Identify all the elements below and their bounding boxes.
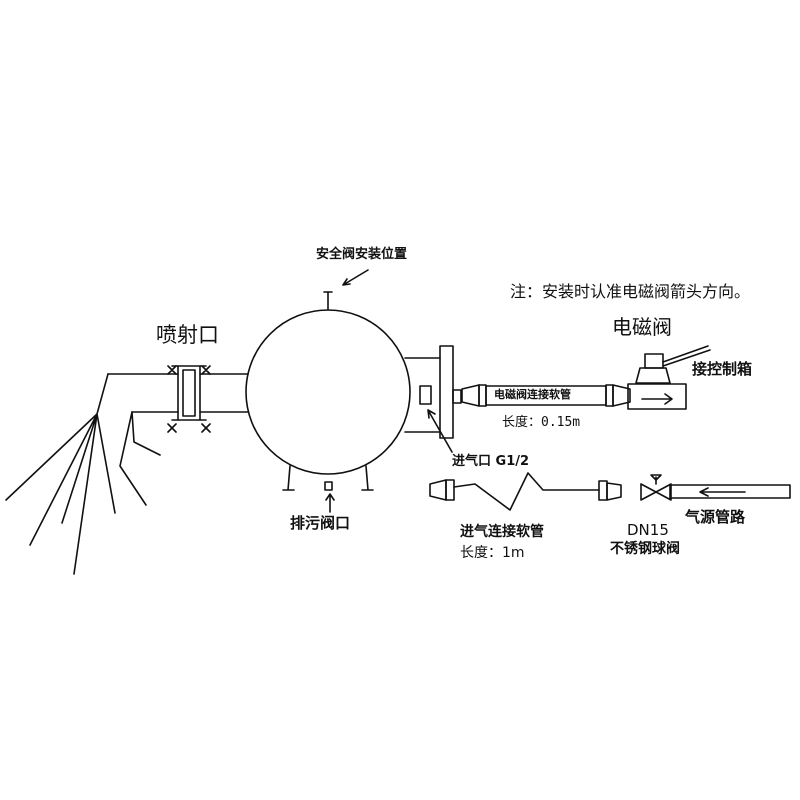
solenoid-hose	[461, 384, 631, 407]
air-inlet-leader	[427, 409, 453, 453]
nozzle-spray	[5, 373, 161, 575]
solenoid-valve-label: 电磁阀	[612, 315, 672, 339]
ball-valve-label: 不锈钢球阀	[610, 541, 680, 557]
flange-bolts	[167, 365, 211, 433]
solenoid-hose-length: 长度：0.15m	[502, 415, 581, 430]
inlet-hose-label: 进气连接软管	[460, 524, 544, 540]
inlet-hose-line	[429, 472, 622, 511]
drain-valve-label: 排污阀口	[290, 514, 351, 532]
inlet-hose-length: 长度：1m	[460, 545, 525, 561]
control-box-label: 接控制箱	[692, 360, 753, 378]
side-pipe	[404, 357, 441, 433]
leaders	[325, 269, 453, 513]
note-text: 注：安装时认准电磁阀箭头方向。	[510, 282, 751, 301]
nozzle-pipe	[107, 373, 179, 413]
flow-direction-arrow	[641, 393, 673, 405]
side-port	[419, 385, 432, 405]
pipe-flange	[177, 365, 201, 421]
solenoid-valve	[627, 345, 711, 410]
drain-valve-port	[324, 481, 333, 491]
air-source	[669, 484, 791, 499]
air-inlet-label: 进气口 G1/2	[452, 454, 530, 469]
vessel-leg-right	[361, 465, 374, 491]
outlet-pipe	[199, 373, 249, 413]
side-flange	[439, 345, 454, 439]
safety-valve-leader	[342, 269, 369, 286]
nozzle-assembly	[5, 365, 249, 575]
vessel-leg-left	[282, 465, 295, 491]
nozzle-label: 喷射口	[156, 323, 219, 347]
solenoid-valve-body	[627, 383, 687, 410]
inlet-hose	[453, 472, 600, 511]
air-source-pipe	[669, 484, 791, 499]
solenoid-coil	[635, 367, 671, 384]
pipe-flange-inner	[182, 369, 196, 417]
ball-valve-size: DN15	[627, 521, 669, 539]
ball-valve	[640, 474, 672, 501]
safety-valve-label: 安全阀安装位置	[316, 247, 408, 262]
drain-valve-leader	[325, 493, 335, 513]
solenoid-hose-label: 电磁阀连接软管	[494, 388, 571, 401]
vessel	[245, 291, 411, 491]
ball-valve-body	[640, 483, 672, 501]
side-connection	[404, 345, 462, 439]
air-flow-arrow	[699, 487, 746, 497]
control-cable	[662, 345, 711, 367]
air-source-label: 气源管路	[685, 508, 746, 526]
vessel-body	[245, 309, 411, 475]
